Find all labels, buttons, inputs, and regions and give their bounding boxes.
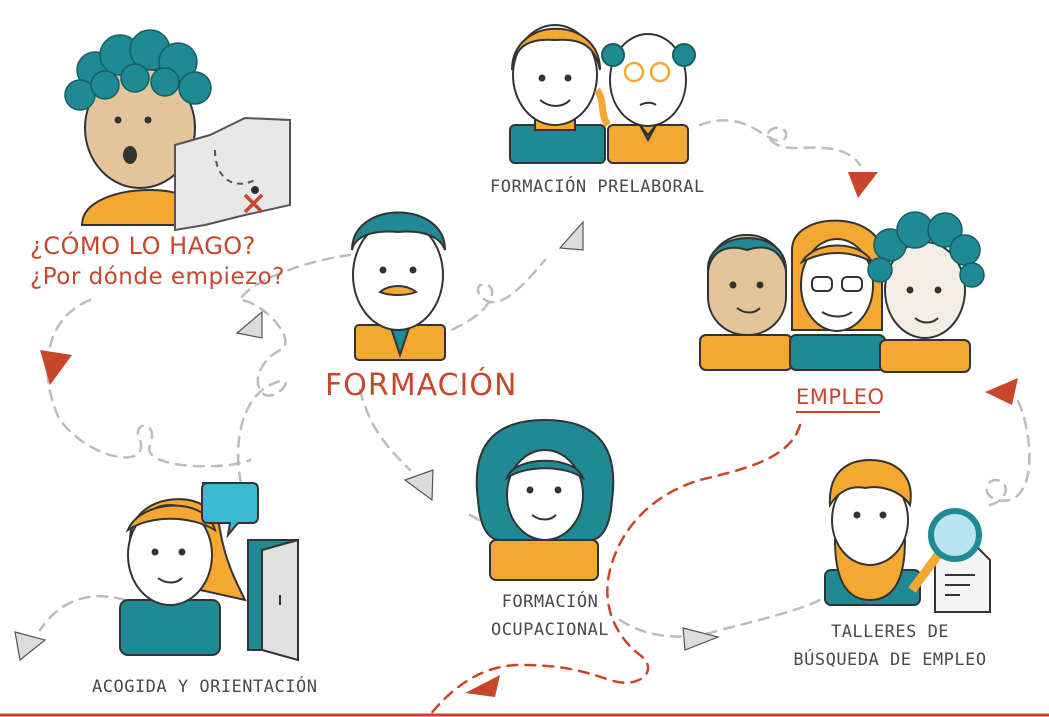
arrow-gray-formacion: [235, 310, 263, 339]
path-empleo-to-bottom: [428, 423, 802, 717]
hair: [351, 211, 446, 251]
path-talleres-to-empleo: [985, 393, 1031, 507]
person-prelaboral-woman: [509, 24, 611, 164]
shirt: [489, 539, 599, 581]
person-prelaboral-oldman: [601, 33, 696, 164]
label-ocupacional-line1: FORMACIÓN: [501, 592, 599, 612]
mustache: [378, 285, 418, 296]
arrow-red-right: [985, 378, 1018, 405]
magnifier-icon: [908, 508, 982, 593]
hair: [511, 27, 601, 71]
person-talleres: [824, 458, 991, 613]
label-formacion-prelaboral: FORMACIÓN PRELABORAL: [490, 177, 705, 197]
shirt: [879, 339, 971, 373]
path-ocupacional-to-talleres: [618, 598, 822, 638]
label-talleres-line2: BÚSQUEDA DE EMPLEO: [793, 650, 987, 670]
arrow-gray-prelaboral: [558, 220, 584, 251]
hair: [706, 237, 787, 271]
door-icon: [247, 538, 299, 662]
map: [174, 116, 291, 232]
face: [506, 449, 584, 541]
path-start-to-formacion: [46, 298, 252, 468]
question-heading: ¿CÓMO LO HAGO?: [30, 232, 256, 260]
person-ocupacional: [475, 418, 615, 581]
curly-hair: [867, 211, 985, 288]
person-empleo-curly: [867, 211, 985, 373]
person-curly: [64, 29, 291, 232]
arrow-red-empleo: [848, 172, 878, 198]
path-acogida-exit: [38, 595, 127, 632]
face: [352, 219, 444, 331]
label-talleres-line1: TALLERES DE: [830, 622, 950, 642]
path-formacion-to-prelaboral: [418, 258, 547, 347]
arrow-red-left: [40, 350, 72, 385]
face: [800, 238, 874, 332]
red-path: [428, 423, 802, 717]
person-formacion: [351, 211, 446, 361]
gray-path-network: [38, 119, 1031, 638]
curly-hair: [64, 29, 212, 111]
shirt: [699, 334, 793, 371]
label-empleo: EMPLEO: [796, 385, 885, 409]
shirt: [789, 334, 886, 371]
arrow-red-bottom: [465, 675, 500, 697]
label-formacion: FORMACIÓN: [325, 368, 518, 403]
arrowheads: [14, 172, 1018, 697]
map-x-mark: [243, 193, 264, 214]
arrow-gray-talleres: [682, 627, 720, 651]
label-acogida: ACOGIDA Y ORIENTACIÓN: [92, 677, 318, 697]
speech-bubble-icon: [201, 482, 259, 539]
question-subheading: ¿Por dónde empiezo?: [30, 264, 285, 290]
face: [512, 24, 598, 126]
hair: [828, 458, 912, 509]
label-ocupacional-line2: OCUPACIONAL: [490, 620, 610, 640]
person-empleo-woman: [789, 219, 886, 371]
person-empleo-man: [699, 234, 793, 371]
face: [707, 234, 787, 336]
shirt: [119, 599, 221, 656]
arrow-gray-exit: [14, 631, 47, 662]
shirt: [607, 124, 689, 164]
face: [609, 33, 687, 127]
person-acogida: [119, 482, 299, 662]
path-prelaboral-to-empleo: [698, 119, 862, 167]
arrow-gray-ocupacional: [403, 469, 434, 502]
